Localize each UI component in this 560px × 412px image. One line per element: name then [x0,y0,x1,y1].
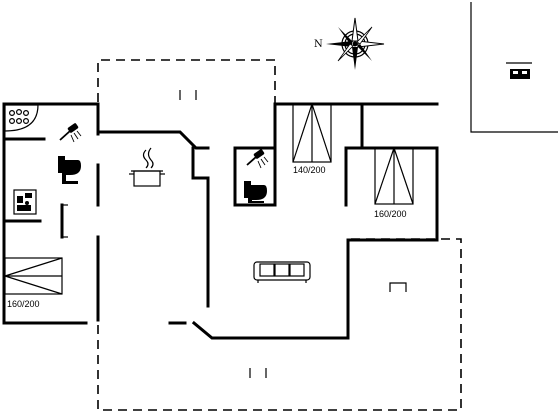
double-bed-icon [292,103,332,163]
toilet-icon [244,181,267,203]
toilet-icon [58,156,81,184]
terrace-outlines [97,59,462,411]
bed-right: 160/200 [374,147,414,219]
terrace-north [97,59,276,104]
compass-rose: N [314,17,385,70]
double-bed-icon [374,147,414,205]
walls [2,102,439,340]
bed-left: 160/200 [4,257,63,309]
cooking-pot-icon [129,147,165,187]
shower-icon [246,149,269,169]
compass-north-letter: N [314,39,323,50]
bed-right-size: 160/200 [374,209,407,219]
bed-middle-size: 140/200 [293,165,326,175]
sofa-icon [253,261,311,283]
terrace-south [97,238,462,411]
double-bed-icon [4,257,63,295]
car-icon [506,62,532,79]
whirlpool-icon [4,104,39,132]
bed-left-size: 160/200 [7,299,40,309]
door-marks [62,90,407,378]
compass-rose-icon [326,17,385,70]
shower-icon [59,123,82,143]
bed-middle: 140/200 [292,103,332,175]
washing-machine-icon [13,189,37,215]
carport-outline [470,2,558,133]
outdoor-table [389,282,407,292]
